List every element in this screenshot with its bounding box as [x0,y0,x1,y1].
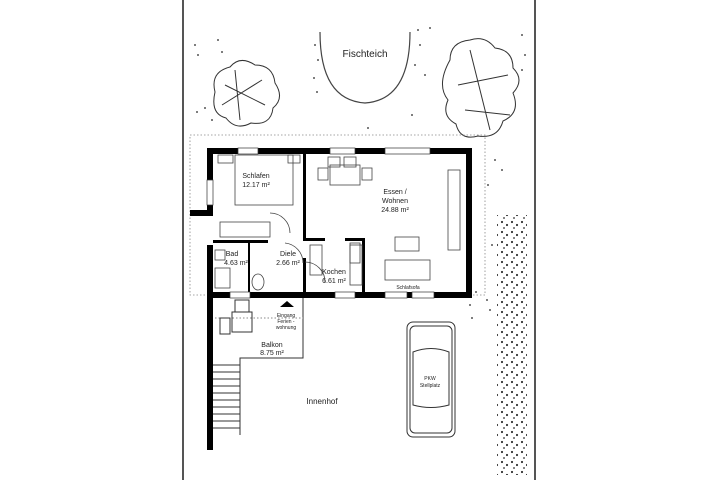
room-area-diele: 2.66 m² [276,260,300,267]
room-label-kochen: Kochen [322,269,346,276]
room-label-diele: Diele [280,251,296,258]
windows [206,147,435,299]
room-label-bad: Bad [226,251,239,258]
entrance-label-1: Eingang [277,313,296,319]
car-icon [406,321,456,438]
entrance-arrow-icon [280,301,294,307]
entrance-label-2: Ferien - [277,319,295,325]
room-area-kochen: 6.61 m² [322,278,346,285]
parking-label-1: PKW [424,376,436,382]
parking-label-2: Stellplatz [420,383,441,389]
entrance-label-3: wohnung [276,325,297,331]
tree-icon [442,38,520,138]
courtyard-label: Innenhof [306,397,338,406]
tree-icon [213,60,280,127]
room-label-schlafen: Schlafen [242,173,269,180]
room-labels: Schlafen 12.17 m² Essen / Wohnen 24.88 m… [224,173,441,406]
room-label-wohnen: Wohnen [382,198,408,205]
room-label-essen: Essen / [383,189,406,196]
sofa-label: Schlafsofa [396,285,420,291]
room-area-schlafen: 12.17 m² [242,182,270,189]
furniture [214,154,461,291]
room-label-balkon: Balkon [261,342,283,349]
room-area-wohnen: 24.88 m² [381,207,409,214]
pond-label: Fischteich [342,49,387,60]
balcony [213,298,304,435]
hedge-texture [497,215,527,475]
fish-pond: Fischteich [319,31,411,104]
room-area-bad: 4.63 m² [224,260,248,267]
grass-texture [194,27,526,319]
room-area-balkon: 8.75 m² [260,350,284,357]
